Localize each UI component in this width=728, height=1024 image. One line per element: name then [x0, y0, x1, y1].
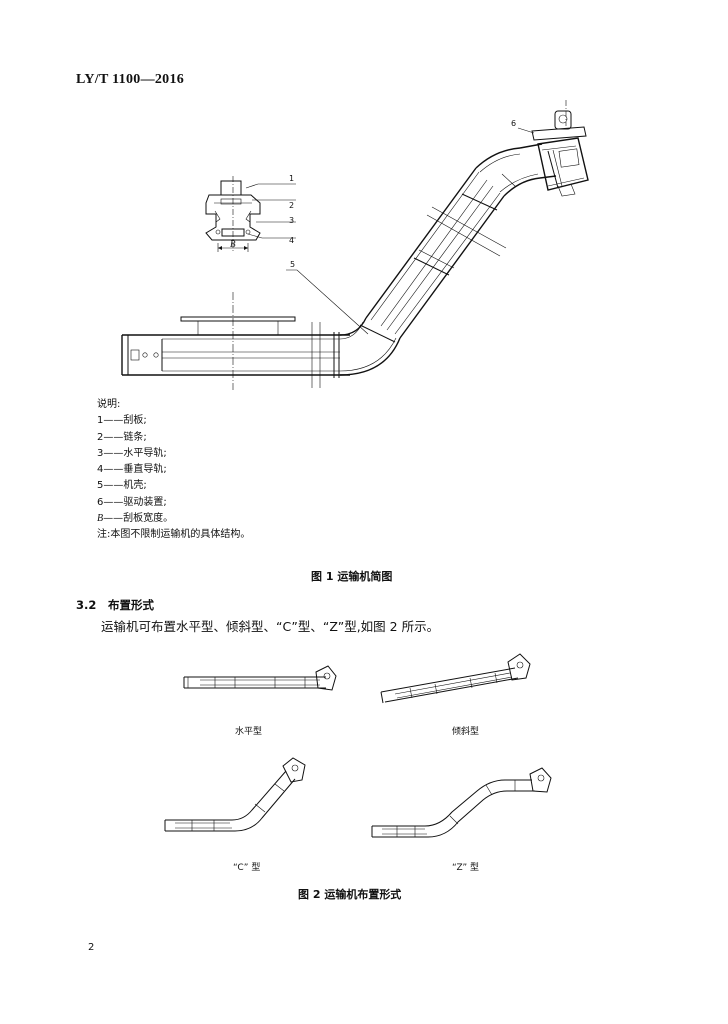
figure1-legend: 说明: 1——刮板; 2——链条; 3——水平导轨; 4——垂直导轨; 5——机… — [97, 397, 250, 544]
label-horizontal-type: 水平型 — [235, 727, 263, 737]
callout-5: 5 — [290, 260, 295, 269]
legend-item-scraper: 1——刮板; — [97, 415, 147, 427]
section-title: 布置形式 — [108, 598, 154, 612]
legend-item-drive: 6——驱动装置; — [97, 496, 167, 508]
cross-section-detail — [205, 176, 296, 252]
legend-item-horizontal-rail: 3——水平导轨; — [97, 447, 167, 459]
legend-item-vertical-rail: 4——垂直导轨; — [97, 464, 167, 476]
label-z-type: “Z” 型 — [452, 863, 480, 873]
legend-b-text: ——刮板宽度。 — [103, 513, 174, 525]
section-paragraph: 运输机可布置水平型、倾斜型、“C”型、“Z”型,如图 2 所示。 — [101, 619, 440, 634]
layout-z — [371, 767, 552, 838]
layout-c — [164, 757, 306, 832]
figure1-conveyor-drawing: 1 2 3 4 B 5 6 — [121, 100, 589, 390]
label-inclined-type: 倾斜型 — [452, 727, 480, 737]
section-number: 3.2 — [76, 598, 97, 612]
page-number: 2 — [88, 942, 95, 953]
legend-item-housing: 5——机壳; — [97, 480, 147, 492]
conveyor-body — [121, 100, 589, 390]
label-c-type: “C” 型 — [233, 863, 261, 873]
callout-2: 2 — [289, 201, 294, 210]
document-code-header: LY/T 1100—2016 — [76, 72, 185, 87]
legend-title: 说明: — [97, 399, 121, 410]
callout-4: 4 — [289, 236, 294, 245]
layout-inclined — [380, 653, 531, 704]
section-heading: 3.2 布置形式 — [76, 597, 154, 613]
figure1-caption: 图 1 运输机简图 — [311, 570, 393, 583]
callout-3: 3 — [289, 216, 294, 225]
dimension-b-label: B — [230, 239, 236, 249]
legend-note: 注:本图不限制运输机的具体结构。 — [97, 529, 251, 541]
callout-6: 6 — [511, 119, 516, 128]
legend-item-chain: 2——链条; — [97, 431, 147, 443]
callout-1: 1 — [289, 174, 294, 183]
layout-horizontal — [183, 665, 337, 691]
figure2-caption: 图 2 运输机布置形式 — [298, 888, 402, 901]
legend-item-width: B——刮板宽度。 — [97, 511, 250, 527]
legend-b-symbol: B — [97, 513, 104, 525]
